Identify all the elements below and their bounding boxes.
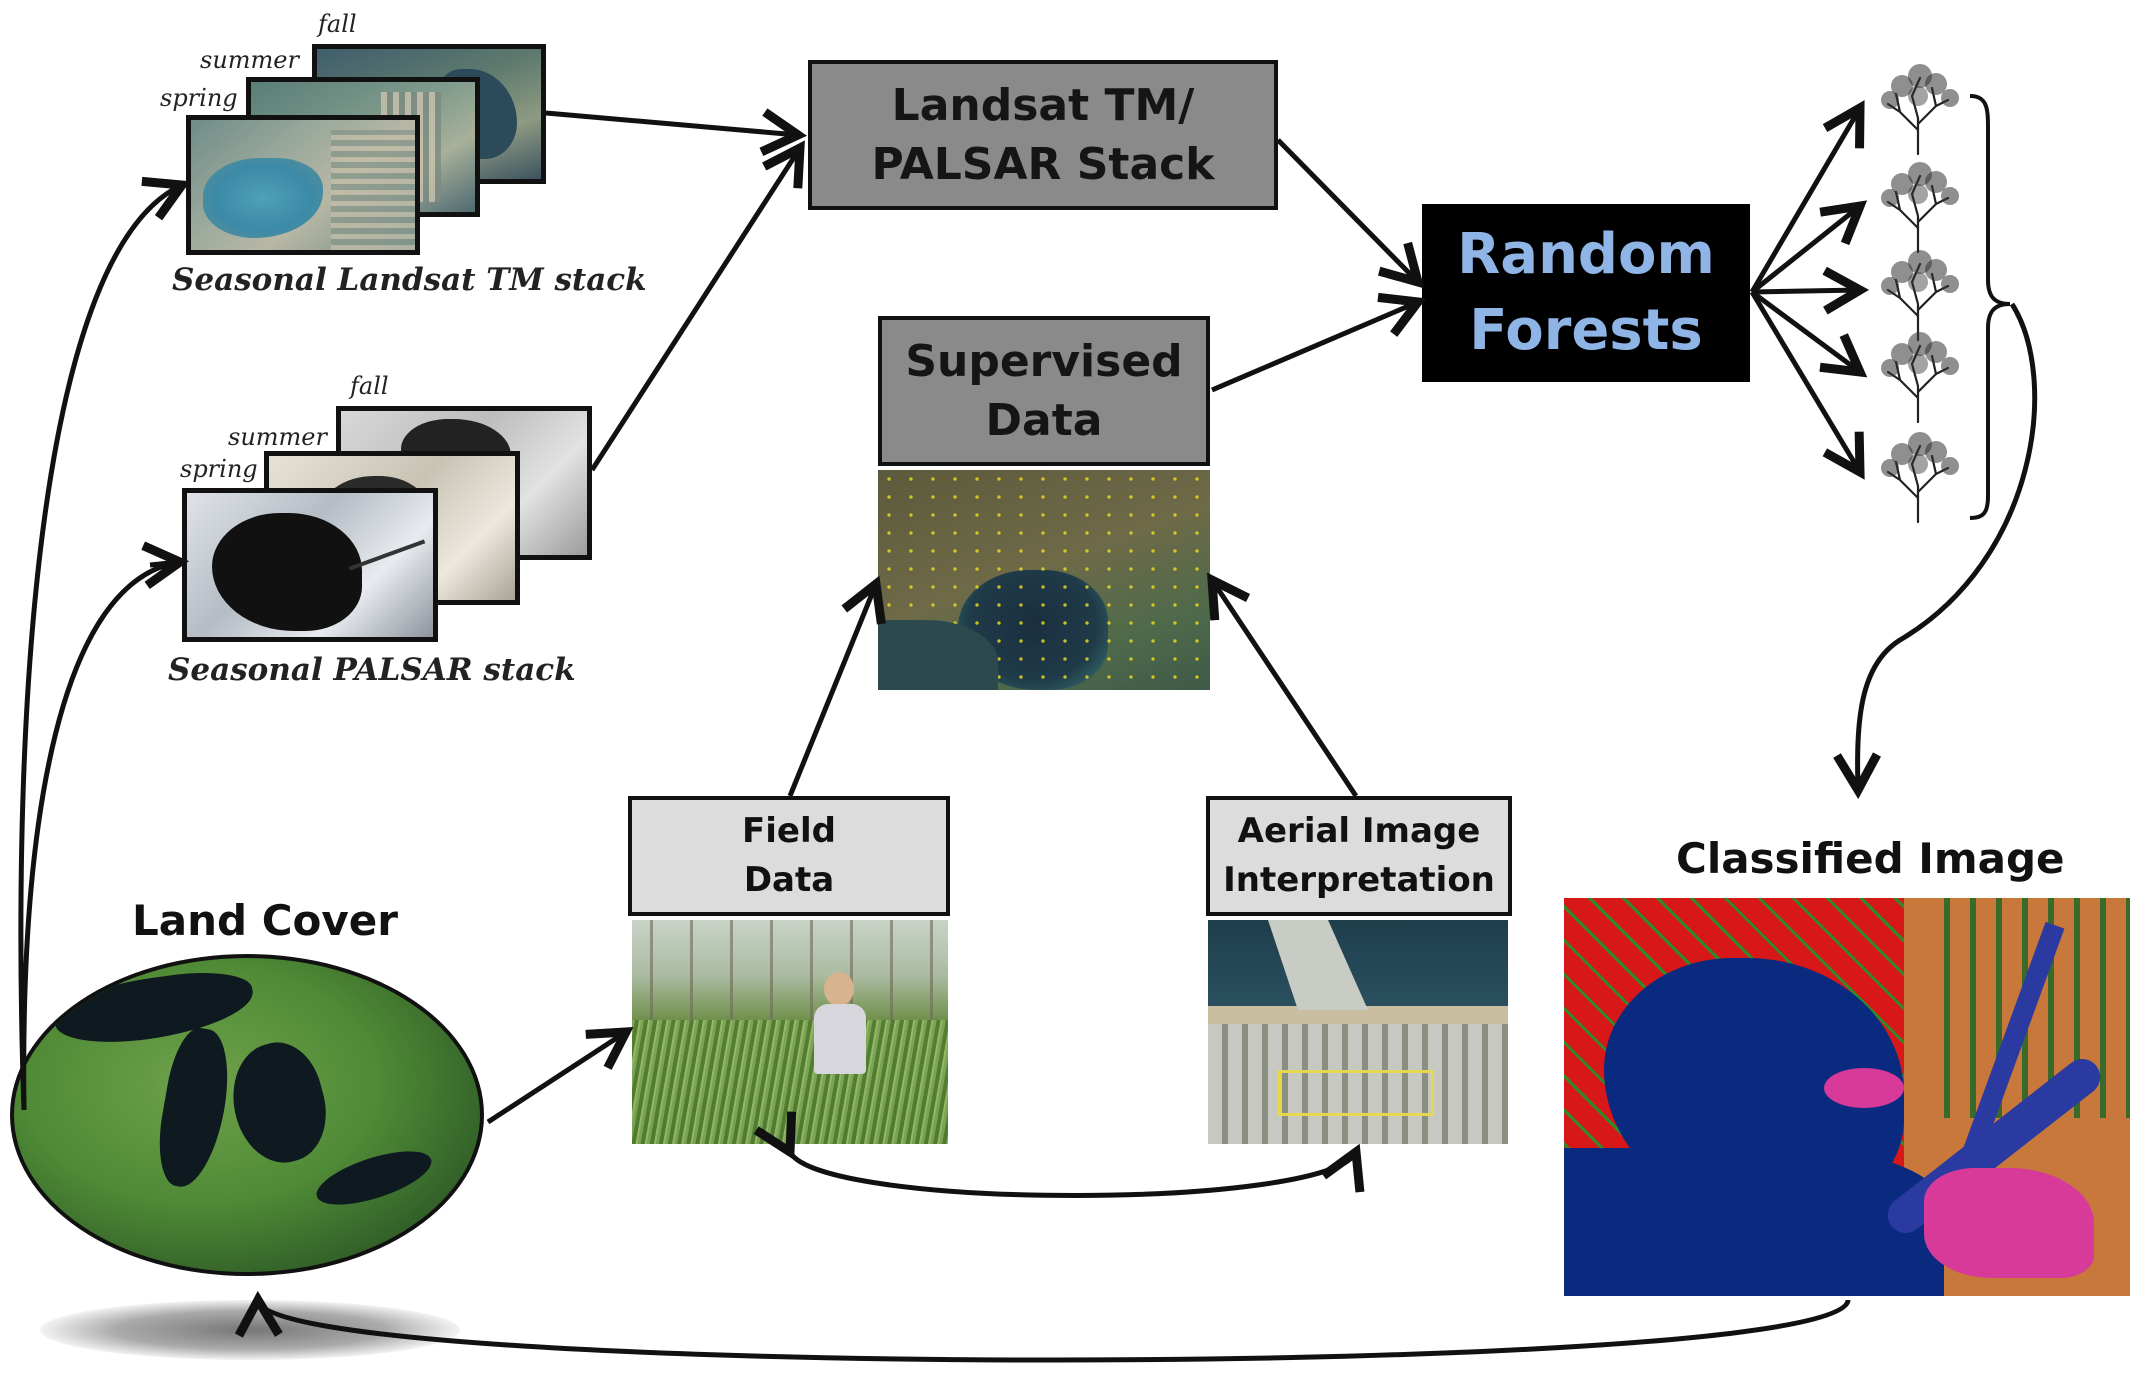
aerial-image-photo: [1208, 920, 1508, 1144]
arrow-rf-to-tree-1: [1749, 100, 1865, 294]
arrow-brace-to-classified: [1833, 302, 2038, 800]
aerial-image-box: Aerial Image Interpretation: [1206, 796, 1512, 916]
arrow-landcover-to-field: [486, 1027, 634, 1125]
landsat-spring-label: spring: [160, 84, 238, 112]
aerial-image-label: Aerial Image Interpretation: [1223, 810, 1495, 900]
arrow-field-to-supervised: [787, 575, 886, 797]
arrow-aerial-to-supervised: [1206, 572, 1359, 798]
tree-icon: [1868, 158, 1968, 254]
classified-image-heading: Classified Image: [1676, 834, 2065, 883]
land-cover-heading: Land Cover: [132, 896, 398, 945]
tree-icon: [1868, 328, 1968, 424]
field-data-label: Field Data: [742, 810, 836, 900]
arrow-rf-to-tree-4: [1750, 289, 1868, 378]
palsar-spring-label: spring: [180, 455, 258, 483]
arrow-classified-to-landcover: [235, 1290, 1851, 1363]
arrow-supervised-to-rf: [1211, 292, 1427, 393]
landsat-palsar-stack-box: Landsat TM/ PALSAR Stack: [808, 60, 1278, 210]
landsat-fall-label: fall: [318, 10, 357, 38]
landsat-palsar-stack-label: Landsat TM/ PALSAR Stack: [871, 79, 1215, 190]
field-data-photo: [632, 920, 948, 1144]
arrow-rf-to-tree-5: [1749, 290, 1865, 480]
arrow-landsat-to-stack: [545, 108, 808, 156]
supervised-data-image: [878, 470, 1210, 690]
landsat-stack-caption: Seasonal Landsat TM stack: [172, 262, 647, 298]
palsar-spring-image: [182, 488, 438, 642]
random-forests-label: Random Forests: [1457, 222, 1715, 363]
arrow-landcover-to-palsar: [21, 559, 181, 1111]
arrow-field-aerial: [753, 1111, 1365, 1198]
tree-icon: [1868, 246, 1968, 342]
supervised-data-label: Supervised Data: [905, 335, 1183, 446]
arrow-stack-to-rf: [1276, 138, 1425, 289]
random-forests-box: Random Forests: [1422, 204, 1750, 382]
field-data-box: Field Data: [628, 796, 950, 916]
arrow-palsar-to-stack: [589, 140, 805, 472]
landsat-summer-label: summer: [200, 46, 299, 74]
palsar-stack-caption: Seasonal PALSAR stack: [168, 652, 576, 688]
land-cover-globe: [10, 954, 484, 1276]
supervised-data-box: Supervised Data: [878, 316, 1210, 466]
classified-image: [1564, 898, 2130, 1296]
tree-icon: [1868, 428, 1968, 524]
palsar-fall-label: fall: [350, 372, 389, 400]
palsar-summer-label: summer: [228, 423, 327, 451]
arrow-landcover-to-landsat: [18, 177, 191, 1111]
arrow-rf-to-tree-2: [1750, 200, 1868, 294]
tree-brace: [1969, 94, 2011, 520]
landsat-spring-image: [186, 115, 420, 255]
tree-icon: [1868, 60, 1968, 156]
arrow-rf-to-tree-3: [1751, 266, 1870, 315]
